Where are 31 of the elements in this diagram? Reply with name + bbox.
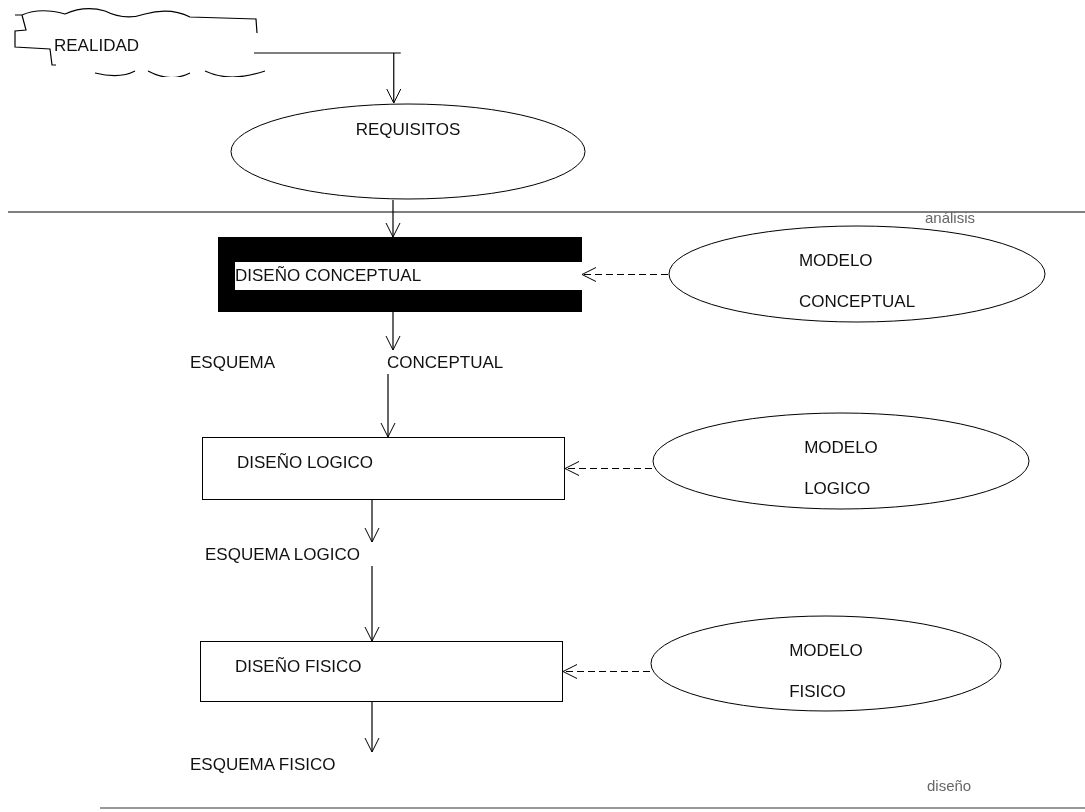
arrow: [364, 565, 380, 642]
node-text: MODELO LOGICO: [804, 437, 878, 500]
node-text: REQUISITOS: [355, 119, 461, 141]
ellipse-node: [668, 225, 1046, 323]
section-label: diseño: [927, 776, 972, 796]
node-text: DISEÑO LOGICO: [237, 453, 374, 472]
node-text: CONCEPTUAL: [387, 352, 504, 374]
arrow: [385, 199, 401, 238]
arrow: [581, 267, 669, 282]
node-text: REALIDAD: [54, 36, 140, 55]
node-text: MODELO CONCEPTUAL: [798, 250, 916, 313]
arrow: [380, 373, 396, 438]
ellipse-node: [650, 615, 1002, 712]
arrow: [253, 52, 402, 104]
ellipse-node: [230, 103, 586, 200]
node-text: ESQUEMA: [190, 352, 276, 374]
node-text: DISEÑO FISICO: [235, 657, 362, 676]
arrow: [562, 664, 651, 679]
process-box: [218, 237, 582, 312]
arrow: [385, 311, 401, 351]
node-text: ESQUEMA LOGICO: [205, 544, 360, 566]
arrow: [364, 499, 380, 543]
process-box: [202, 437, 565, 500]
arrow: [564, 461, 653, 476]
node-text: ESQUEMA FISICO: [190, 754, 336, 776]
ellipse-node: [652, 412, 1030, 510]
arrow: [364, 701, 380, 753]
node-text: MODELO FISICO: [789, 640, 863, 703]
node-text: DISEÑO CONCEPTUAL: [235, 265, 422, 288]
process-box: [200, 641, 563, 702]
section-label: análisis: [925, 208, 976, 228]
